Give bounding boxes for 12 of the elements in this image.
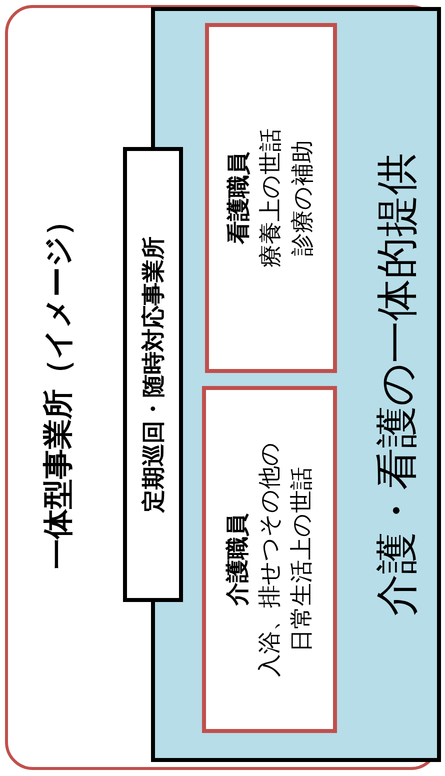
duty-text: 療養上の世話	[257, 128, 285, 268]
staff-heading: 介護職員	[224, 514, 252, 606]
office-name: 定期巡回・随時対応事業所	[140, 236, 168, 512]
duty-text: 診療の補助	[289, 140, 317, 256]
title-text: 一体型事業所（イメージ）	[40, 206, 77, 569]
staff-heading: 看護職員	[225, 152, 253, 244]
staff-box	[205, 23, 337, 373]
duty-text: 入浴、排せつその他の日常生活上の世話	[256, 441, 316, 679]
office-label-box	[123, 147, 183, 602]
outer-frame	[5, 5, 439, 770]
panel-caption: 介護・看護の一体的提供	[371, 153, 422, 616]
staff-box	[202, 386, 337, 733]
